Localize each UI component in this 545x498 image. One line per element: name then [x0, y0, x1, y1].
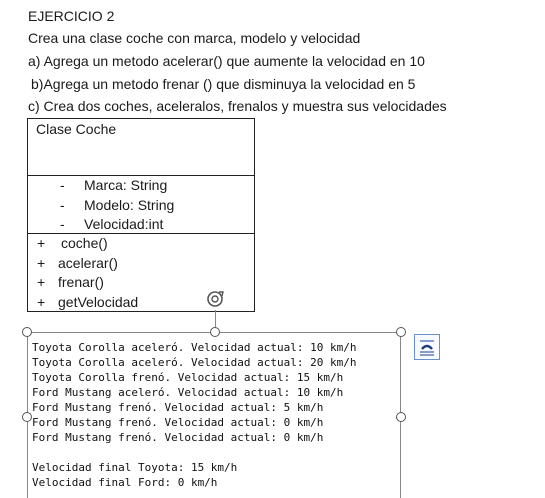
console-line: Ford Mustang frenó. Velocidad actual: 0 … [32, 431, 324, 444]
console-output: Toyota Corolla aceleró. Velocidad actual… [32, 340, 357, 490]
rotation-connector [215, 310, 216, 332]
exercise-item-b: b)Agrega un metodo frenar () que disminu… [31, 76, 416, 92]
method-marker: + [37, 235, 46, 251]
console-line: Toyota Corolla frenó. Velocidad actual: … [32, 371, 344, 384]
method-marker: + [37, 274, 46, 290]
exercise-intro: Crea una clase coche con marca, modelo y… [28, 30, 361, 46]
attribute-marker: - [60, 216, 65, 232]
uml-method: coche() [61, 235, 108, 251]
method-marker: + [37, 255, 46, 271]
console-line: Ford Mustang frenó. Velocidad actual: 5 … [32, 401, 324, 414]
resize-handle-middle-right[interactable] [396, 412, 406, 422]
resize-handle-top-left[interactable] [22, 327, 32, 337]
console-line: Velocidad final Ford: 0 km/h [32, 476, 218, 489]
console-line: Velocidad final Toyota: 15 km/h [32, 461, 238, 474]
exercise-item-a: a) Agrega un metodo acelerar() que aumen… [28, 53, 425, 69]
attribute-marker: - [60, 177, 65, 193]
uml-attribute: Velocidad:int [84, 216, 164, 232]
uml-attribute: Modelo: String [84, 197, 175, 213]
rotate-handle-icon[interactable] [204, 288, 226, 310]
console-line: Toyota Corolla aceleró. Velocidad actual… [32, 356, 357, 369]
uml-class-title: Clase Coche [36, 121, 117, 137]
uml-method: getVelocidad [58, 294, 139, 310]
resize-handle-middle-left[interactable] [22, 412, 32, 422]
uml-method: acelerar() [58, 255, 118, 271]
uml-methods-divider [28, 233, 254, 234]
resize-handle-top-right[interactable] [396, 327, 406, 337]
method-marker: + [37, 294, 46, 310]
exercise-title: EJERCICIO 2 [28, 8, 115, 24]
uml-attributes-divider [28, 175, 254, 176]
attribute-marker: - [60, 197, 65, 213]
layout-options-icon [420, 340, 434, 356]
layout-options-button[interactable] [414, 334, 440, 360]
console-line: Toyota Corolla aceleró. Velocidad actual… [32, 341, 357, 354]
exercise-item-c: c) Crea dos coches, aceleralos, frenalos… [28, 98, 447, 114]
uml-class-diagram: Clase Coche - Marca: String - Modelo: St… [27, 118, 255, 312]
console-line: Ford Mustang frenó. Velocidad actual: 0 … [32, 416, 324, 429]
console-line: Ford Mustang aceleró. Velocidad actual: … [32, 386, 344, 399]
uml-attribute: Marca: String [84, 177, 168, 193]
resize-handle-top-center[interactable] [210, 327, 220, 337]
uml-method: frenar() [58, 274, 104, 290]
